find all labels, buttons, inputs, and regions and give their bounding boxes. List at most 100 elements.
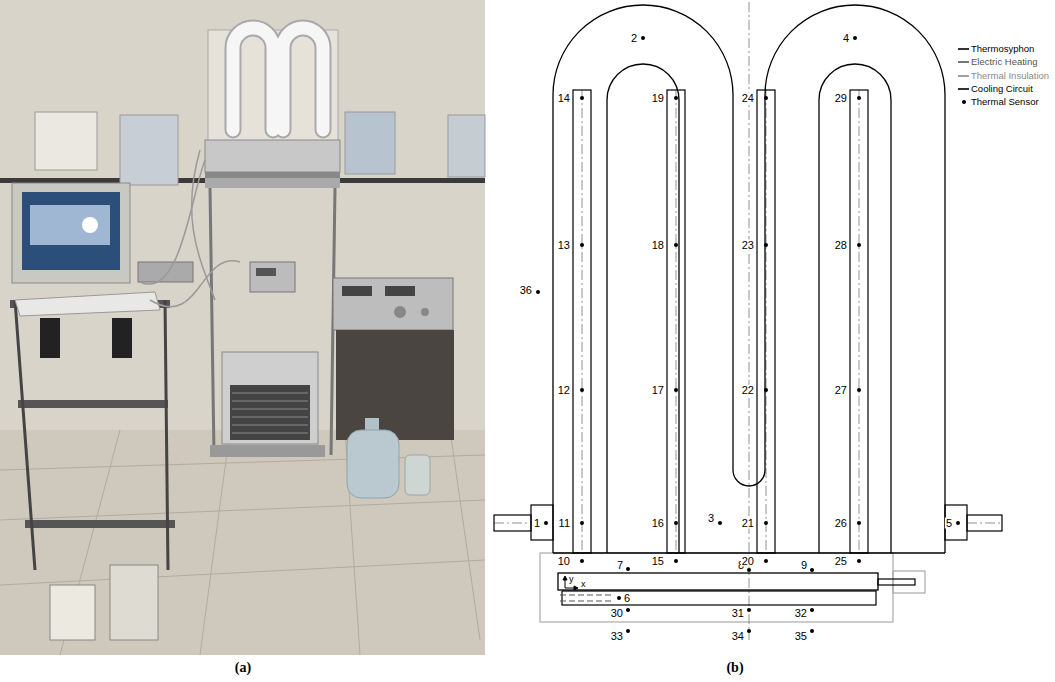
legend-line-sample xyxy=(958,61,969,63)
cooling-circuit xyxy=(945,505,967,540)
photo-illustration xyxy=(232,409,308,410)
photo-illustration xyxy=(165,300,168,570)
photo-illustration xyxy=(205,178,340,188)
centre-line xyxy=(859,90,860,553)
cooling-circuit xyxy=(573,90,591,553)
thermosyphon-tube xyxy=(553,5,945,590)
photo-illustration xyxy=(394,306,406,318)
thermal-sensor-dot xyxy=(641,36,645,40)
photo-illustration xyxy=(50,585,95,640)
sensor-number: 5 xyxy=(945,518,953,529)
thermal-insulation xyxy=(893,571,925,593)
electric-heating xyxy=(560,594,614,595)
thermal-sensor-dot xyxy=(580,243,584,247)
thermal-sensor-dot xyxy=(764,388,768,392)
thermosyphon-tube xyxy=(819,64,891,553)
cooling-circuit xyxy=(667,90,685,553)
thermal-sensor-dot xyxy=(810,568,814,572)
thermal-sensor-dot xyxy=(747,608,751,612)
photo-illustration xyxy=(336,330,454,440)
thermal-sensor-dot xyxy=(857,96,861,100)
thermosyphon-tube xyxy=(553,552,945,553)
thermal-sensor-dot xyxy=(810,629,814,633)
photo-illustration xyxy=(210,445,325,457)
thermosyphon-tube xyxy=(558,573,878,590)
panel-label: (b) xyxy=(725,661,744,675)
sensor-number: 20 xyxy=(741,556,755,567)
photo-illustration xyxy=(232,425,308,426)
panel-label: (a) xyxy=(234,661,252,675)
thermal-sensor-dot xyxy=(674,388,678,392)
photo-illustration xyxy=(140,160,205,284)
centre-line xyxy=(676,90,677,553)
photo-illustration xyxy=(448,115,485,177)
photo-illustration xyxy=(0,500,485,520)
photo-illustration xyxy=(120,115,178,185)
photo-illustration xyxy=(40,318,60,358)
photo-illustration xyxy=(205,140,340,172)
thermal-sensor-dot xyxy=(718,521,722,525)
legend-row: Electric Heating xyxy=(958,57,1038,67)
thermal-sensor-dot xyxy=(626,567,630,571)
photo-illustration xyxy=(18,400,168,408)
sensor-number: 13 xyxy=(557,240,571,251)
sensor-number: 14 xyxy=(557,93,571,104)
thermosyphon-schematic xyxy=(494,2,1002,640)
photo-illustration xyxy=(250,262,295,292)
thermal-sensor-dot xyxy=(764,521,768,525)
photo-illustration xyxy=(421,308,429,316)
thermal-sensor-dot xyxy=(857,388,861,392)
photo-illustration xyxy=(15,300,35,570)
photo-illustration xyxy=(82,217,98,233)
photo-illustration xyxy=(15,300,168,570)
electric-heating xyxy=(560,600,614,601)
legend-line-sample xyxy=(958,57,969,67)
legend-line-sample xyxy=(958,44,969,54)
sensor-number: 19 xyxy=(651,93,665,104)
thermal-insulation xyxy=(540,553,925,622)
photo-illustration xyxy=(232,401,308,402)
sensor-number: 29 xyxy=(834,93,848,104)
photo-illustration xyxy=(110,565,158,640)
sensor-number: 35 xyxy=(794,631,808,642)
legend-row: Thermal Sensor xyxy=(958,97,1039,107)
sensor-number: 12 xyxy=(557,385,571,396)
sensor-number: 23 xyxy=(741,240,755,251)
photo-illustration xyxy=(405,455,430,495)
axis-label: x xyxy=(580,580,587,589)
centre-line xyxy=(582,90,583,553)
photo-illustration xyxy=(233,28,273,130)
thermal-sensor-dot xyxy=(764,96,768,100)
photo-illustration xyxy=(15,292,160,316)
legend-text: Electric Heating xyxy=(971,57,1038,67)
cooling-circuit xyxy=(757,90,775,553)
electric-heating xyxy=(878,579,915,585)
thermal-sensor-dot xyxy=(674,243,678,247)
thermal-sensor-dot xyxy=(580,96,584,100)
thermal-sensor-dot xyxy=(536,290,540,294)
thermal-sensor-dot xyxy=(764,559,768,563)
photo-illustration xyxy=(233,28,323,130)
centre-line xyxy=(494,2,1002,640)
sensor-number: 34 xyxy=(731,631,745,642)
thermal-sensor-dot xyxy=(747,629,751,633)
cooling-circuit xyxy=(531,505,553,540)
axis-arrow xyxy=(563,576,567,580)
thermal-sensor-dot xyxy=(857,521,861,525)
centre-line xyxy=(967,523,1002,524)
legend-text: Cooling Circuit xyxy=(971,84,1033,94)
sensor-number: 16 xyxy=(651,518,665,529)
legend-text: Thermosyphon xyxy=(971,44,1034,54)
thermosyphon-tube xyxy=(553,5,733,553)
sensor-number: 18 xyxy=(651,240,665,251)
thermal-sensor-dot xyxy=(857,559,861,563)
photo-illustration xyxy=(345,112,395,174)
sensor-number: 17 xyxy=(651,385,665,396)
legend-row: Thermal Insulation xyxy=(958,71,1049,81)
photo-illustration xyxy=(232,393,308,433)
photo-illustration xyxy=(22,192,120,270)
photo-illustration xyxy=(0,430,485,655)
photo-illustration xyxy=(138,262,193,282)
